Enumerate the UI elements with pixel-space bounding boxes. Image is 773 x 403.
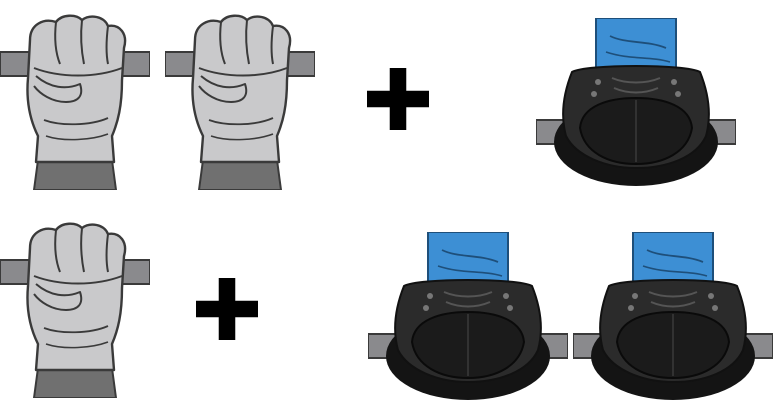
boot-on-rung-icon — [536, 18, 736, 188]
gloved-hand-gripping-rail-icon — [0, 10, 150, 190]
plus-icon — [196, 278, 258, 340]
gloved-hand-gripping-rail-icon — [0, 218, 150, 398]
boot-on-rung-icon — [368, 232, 568, 402]
boot-on-rung-icon — [573, 232, 773, 402]
gloved-hand-gripping-rail-icon — [165, 10, 315, 190]
plus-icon — [367, 68, 429, 130]
